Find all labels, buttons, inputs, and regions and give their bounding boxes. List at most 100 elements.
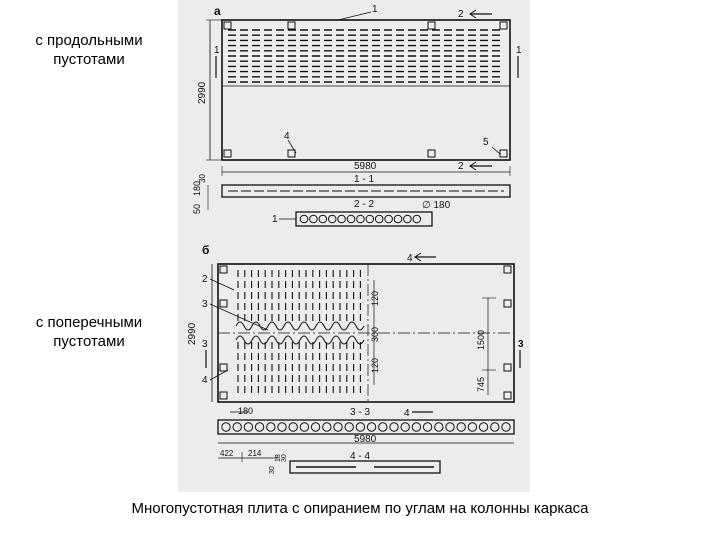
section-2-2-callout: 1 [272,214,278,225]
label-longitudinal-voids: с продольными пустотами [35,32,143,68]
corner-block [427,149,436,158]
dim-30-b: 30 [269,466,276,474]
hole-circle [403,214,412,224]
corner-block [503,391,512,400]
corner-supports-b [219,265,512,400]
corner-block [503,299,512,308]
hole-circle [400,422,410,432]
corner-block [499,21,508,30]
hole-diameter-a: ∅ 180 [422,200,451,211]
section-mark-2-top: 2 [458,9,464,20]
callout-4: 4 [284,131,290,142]
callout-1: 1 [372,4,378,15]
hole-circle [393,214,403,224]
section-4-arrowhead-top [414,252,422,262]
callout-5: 5 [483,137,489,148]
section-3-3-title: 3 - 3 [350,407,370,418]
section-mark-4-bottom: 4 [404,408,410,419]
drawing-background [178,0,530,492]
figure-a-letter: а [214,4,221,18]
hole-circle [299,422,310,432]
hole-circle [344,422,354,432]
callout-1-leader [337,11,372,21]
dim-422: 422 [220,449,234,458]
figure-caption: Многопустотная плита с опиранием по угла… [131,500,589,517]
section-mark-2-bottom: 2 [458,161,464,172]
callout-4-b-leader [209,369,229,381]
slab-a-outline [221,19,511,161]
section-2-2-holes [299,214,422,224]
dim-120-bottom: 120 [370,358,380,373]
section-1-1-profile [221,184,511,198]
section-2-arrowhead-top [469,9,477,19]
label-transverse-voids: с поперечными пустотами [35,314,143,350]
callout-3-b-leader [209,303,269,331]
hole-circle [288,422,298,432]
dim-height-b: 2990 [187,322,198,345]
corner-block [503,363,512,372]
callout-4-b: 4 [202,375,208,386]
section-mark-4-top: 4 [407,253,413,264]
section-2-arrowhead-bottom [469,161,477,171]
section-2-2-profile [295,211,433,227]
hole-circle [378,422,388,432]
hole-circle [501,422,511,432]
dim-width-a: 5980 [354,161,377,172]
section-4-4-title: 4 - 4 [350,451,370,462]
corner-block [223,149,232,158]
corner-block [219,265,228,274]
corner-block [287,149,296,158]
callout-3-b: 3 [202,299,208,310]
hole-circle [309,214,318,224]
figure-b-letter: б [202,243,209,257]
hole-circle [277,422,287,432]
hole-circle [310,422,321,432]
hole-circle [411,422,422,432]
callout-2-b: 2 [202,274,208,285]
dim-30b-b: 30 [281,454,288,462]
hole-circle [365,214,375,224]
hole-circle [243,422,254,432]
dim-120-top: 120 [370,291,380,306]
section-mark-3-left: 3 [202,339,208,350]
hole-circle [299,214,309,224]
hole-circle [384,214,393,224]
hole-circle [337,214,346,224]
section-3-3-holes [221,422,511,432]
corner-block [287,21,296,30]
hole-circle [266,422,276,432]
hole-circle [478,422,489,432]
section-mark-3-right: 3 [518,339,524,350]
hole-circle [356,214,365,224]
corner-supports-a [223,21,508,158]
dim-300: 300 [370,327,380,342]
section-2-2-title: 2 - 2 [354,199,374,210]
hole-circle [412,214,422,224]
hole-circle [346,214,356,224]
void-wave-top [235,321,365,331]
dim-50-a: 50 [192,204,202,214]
hole-circle [422,422,433,432]
hole-circle [456,422,466,432]
hole-circle [254,422,265,432]
corner-block [223,21,232,30]
hole-circle [490,422,500,432]
dim-214: 214 [248,449,262,458]
section-4-4-profile [289,460,441,474]
void-wave-bottom [235,335,365,345]
callout-5-leader [491,146,501,155]
corner-block [219,391,228,400]
hole-circle [232,422,242,432]
dim-18-b: 18 [275,454,282,462]
hole-circle [221,422,231,432]
hole-circle [389,422,399,432]
dim-width-b: 5980 [354,434,377,445]
hole-circle [327,214,337,224]
corner-block [219,363,228,372]
hole-circle [374,214,384,224]
figure-b: б 4 2 3 4 3 3 2990 120 300 120 [187,243,524,474]
hole-circle [445,422,455,432]
dim-1500: 1500 [476,330,486,350]
hole-circle [434,422,444,432]
hole-circle [355,422,366,432]
